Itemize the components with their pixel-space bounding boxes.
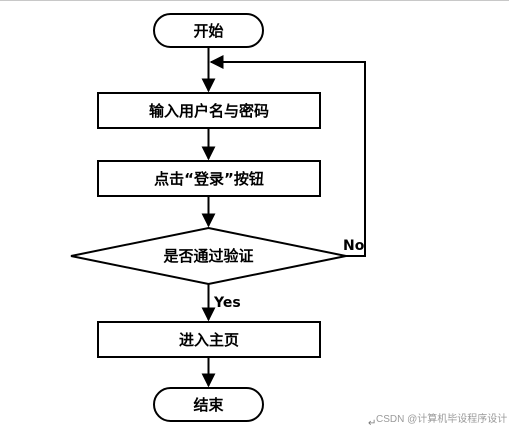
start-label: 开始 — [193, 22, 223, 40]
end-label: 结束 — [193, 396, 224, 414]
verify-decision-node: 是否通过验证 — [70, 226, 347, 286]
start-node: 开始 — [153, 13, 264, 48]
edge-yes-label: Yes — [213, 295, 241, 311]
enter-home-node: 进入主页 — [97, 321, 321, 358]
input-credentials-label: 输入用户名与密码 — [149, 102, 269, 120]
end-node: 结束 — [153, 387, 264, 422]
decision-label: 是否通过验证 — [162, 247, 253, 265]
top-border-line — [0, 0, 509, 1]
paragraph-mark: ↵ — [368, 418, 377, 429]
input-credentials-node: 输入用户名与密码 — [97, 92, 321, 129]
edge-no-loop — [209, 55, 366, 257]
csdn-watermark: CSDN @计算机毕设程序设计 — [376, 414, 508, 425]
click-login-label: 点击“登录”按钮 — [154, 170, 264, 188]
edge-no-label: No — [343, 238, 365, 254]
enter-home-label: 进入主页 — [179, 331, 239, 349]
click-login-node: 点击“登录”按钮 — [97, 160, 321, 197]
